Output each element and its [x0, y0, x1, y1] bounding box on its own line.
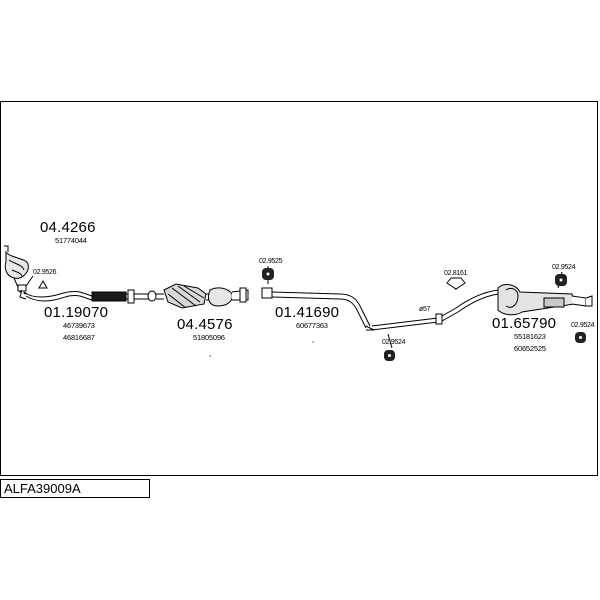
accessory-code-mount-rear-top: 02.9524: [552, 264, 576, 271]
oem-number-catalyst: 51805096: [193, 333, 225, 342]
accessory-code-mount-middle: 02.9524: [382, 339, 406, 346]
accessory-code-gasket: 02.9526: [33, 269, 57, 276]
oem-number-rear-silencer-1: 55181623: [514, 332, 546, 341]
part-number-rear-silencer: 01.65790: [492, 315, 557, 332]
exhaust-manifold: [4, 245, 29, 295]
oem-number-manifold: 51774044: [55, 236, 87, 245]
rubber-mount-icon: [575, 332, 586, 343]
diagram-code: ALFA39009A: [4, 481, 81, 496]
gasket-triangle-icon: [38, 279, 48, 289]
rubber-mount-icon: [262, 268, 274, 280]
oem-number-rear-silencer-2: 60652525: [514, 344, 546, 353]
part-number-manifold: 04.4266: [40, 219, 96, 236]
accessory-code-mount-front: 02.9525: [259, 258, 283, 265]
diagram-frame: [0, 101, 598, 476]
rubber-mount-icon: [555, 274, 567, 286]
flex-section: [91, 289, 157, 304]
catalytic-converter-shape: [156, 283, 249, 309]
rubber-mount-icon: [384, 350, 395, 361]
oem-number-middle-pipe: 60677363: [296, 321, 328, 330]
middle-pipe-shape: [261, 287, 443, 331]
accessory-code-mount-rear-side: 02.9524: [571, 322, 595, 329]
accessory-code-clamp: 02.8161: [444, 270, 468, 277]
part-number-front-pipe: 01.19070: [44, 304, 109, 321]
part-number-middle-pipe: 01.41690: [275, 304, 340, 321]
oem-number-front-pipe-1: 46739673: [63, 321, 95, 330]
diagram-code-box: ALFA39009A: [0, 479, 150, 498]
oem-number-front-pipe-2: 46816687: [63, 333, 95, 342]
rear-silencer-shape: [441, 284, 593, 322]
front-pipe: [19, 289, 93, 302]
part-number-catalyst: 04.4576: [177, 316, 233, 333]
clamp-bracket-icon: [446, 277, 466, 290]
pipe-size-label: ø57: [419, 306, 431, 313]
